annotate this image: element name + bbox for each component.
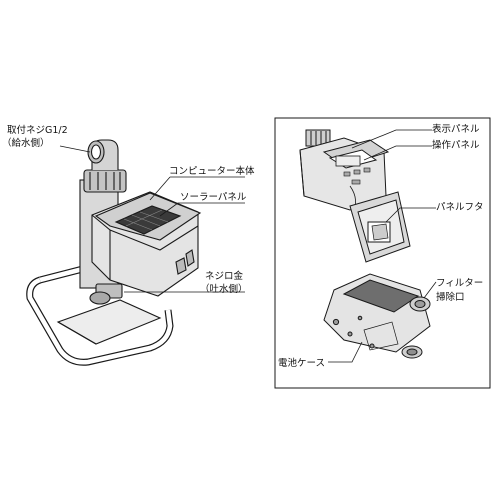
detail-bottom-unit — [323, 273, 431, 359]
detail-frame — [274, 117, 491, 389]
label-control-panel: 操作パネル — [432, 140, 480, 151]
controller-body — [91, 191, 202, 297]
stand-frame — [26, 258, 174, 366]
right-leader-lines — [328, 129, 437, 363]
label-display-panel: 表示パネル — [432, 124, 480, 135]
label-outlet-fitting: ネジロ金 — [205, 271, 244, 282]
label-battery-case: 電池ケース — [278, 358, 326, 369]
label-filter: フィルター — [436, 278, 484, 289]
label-panel-lid: パネルフタ — [436, 202, 484, 213]
outlet-fitting — [89, 283, 123, 305]
left-leader-lines — [59, 145, 245, 293]
label-inlet-screw-note: （給水側） — [2, 138, 50, 149]
detail-top-unit — [299, 129, 411, 263]
main-unit-illustration — [26, 139, 202, 366]
label-computer-body: コンピューター本体 — [169, 166, 255, 177]
label-filter-cleaning-port: 掃除口 — [436, 292, 465, 303]
label-inlet-screw: 取付ネジG1/2 — [7, 125, 68, 136]
label-solar-panel: ソーラーパネル — [180, 192, 247, 203]
label-outlet-fitting-note: （吐水側） — [200, 284, 248, 295]
